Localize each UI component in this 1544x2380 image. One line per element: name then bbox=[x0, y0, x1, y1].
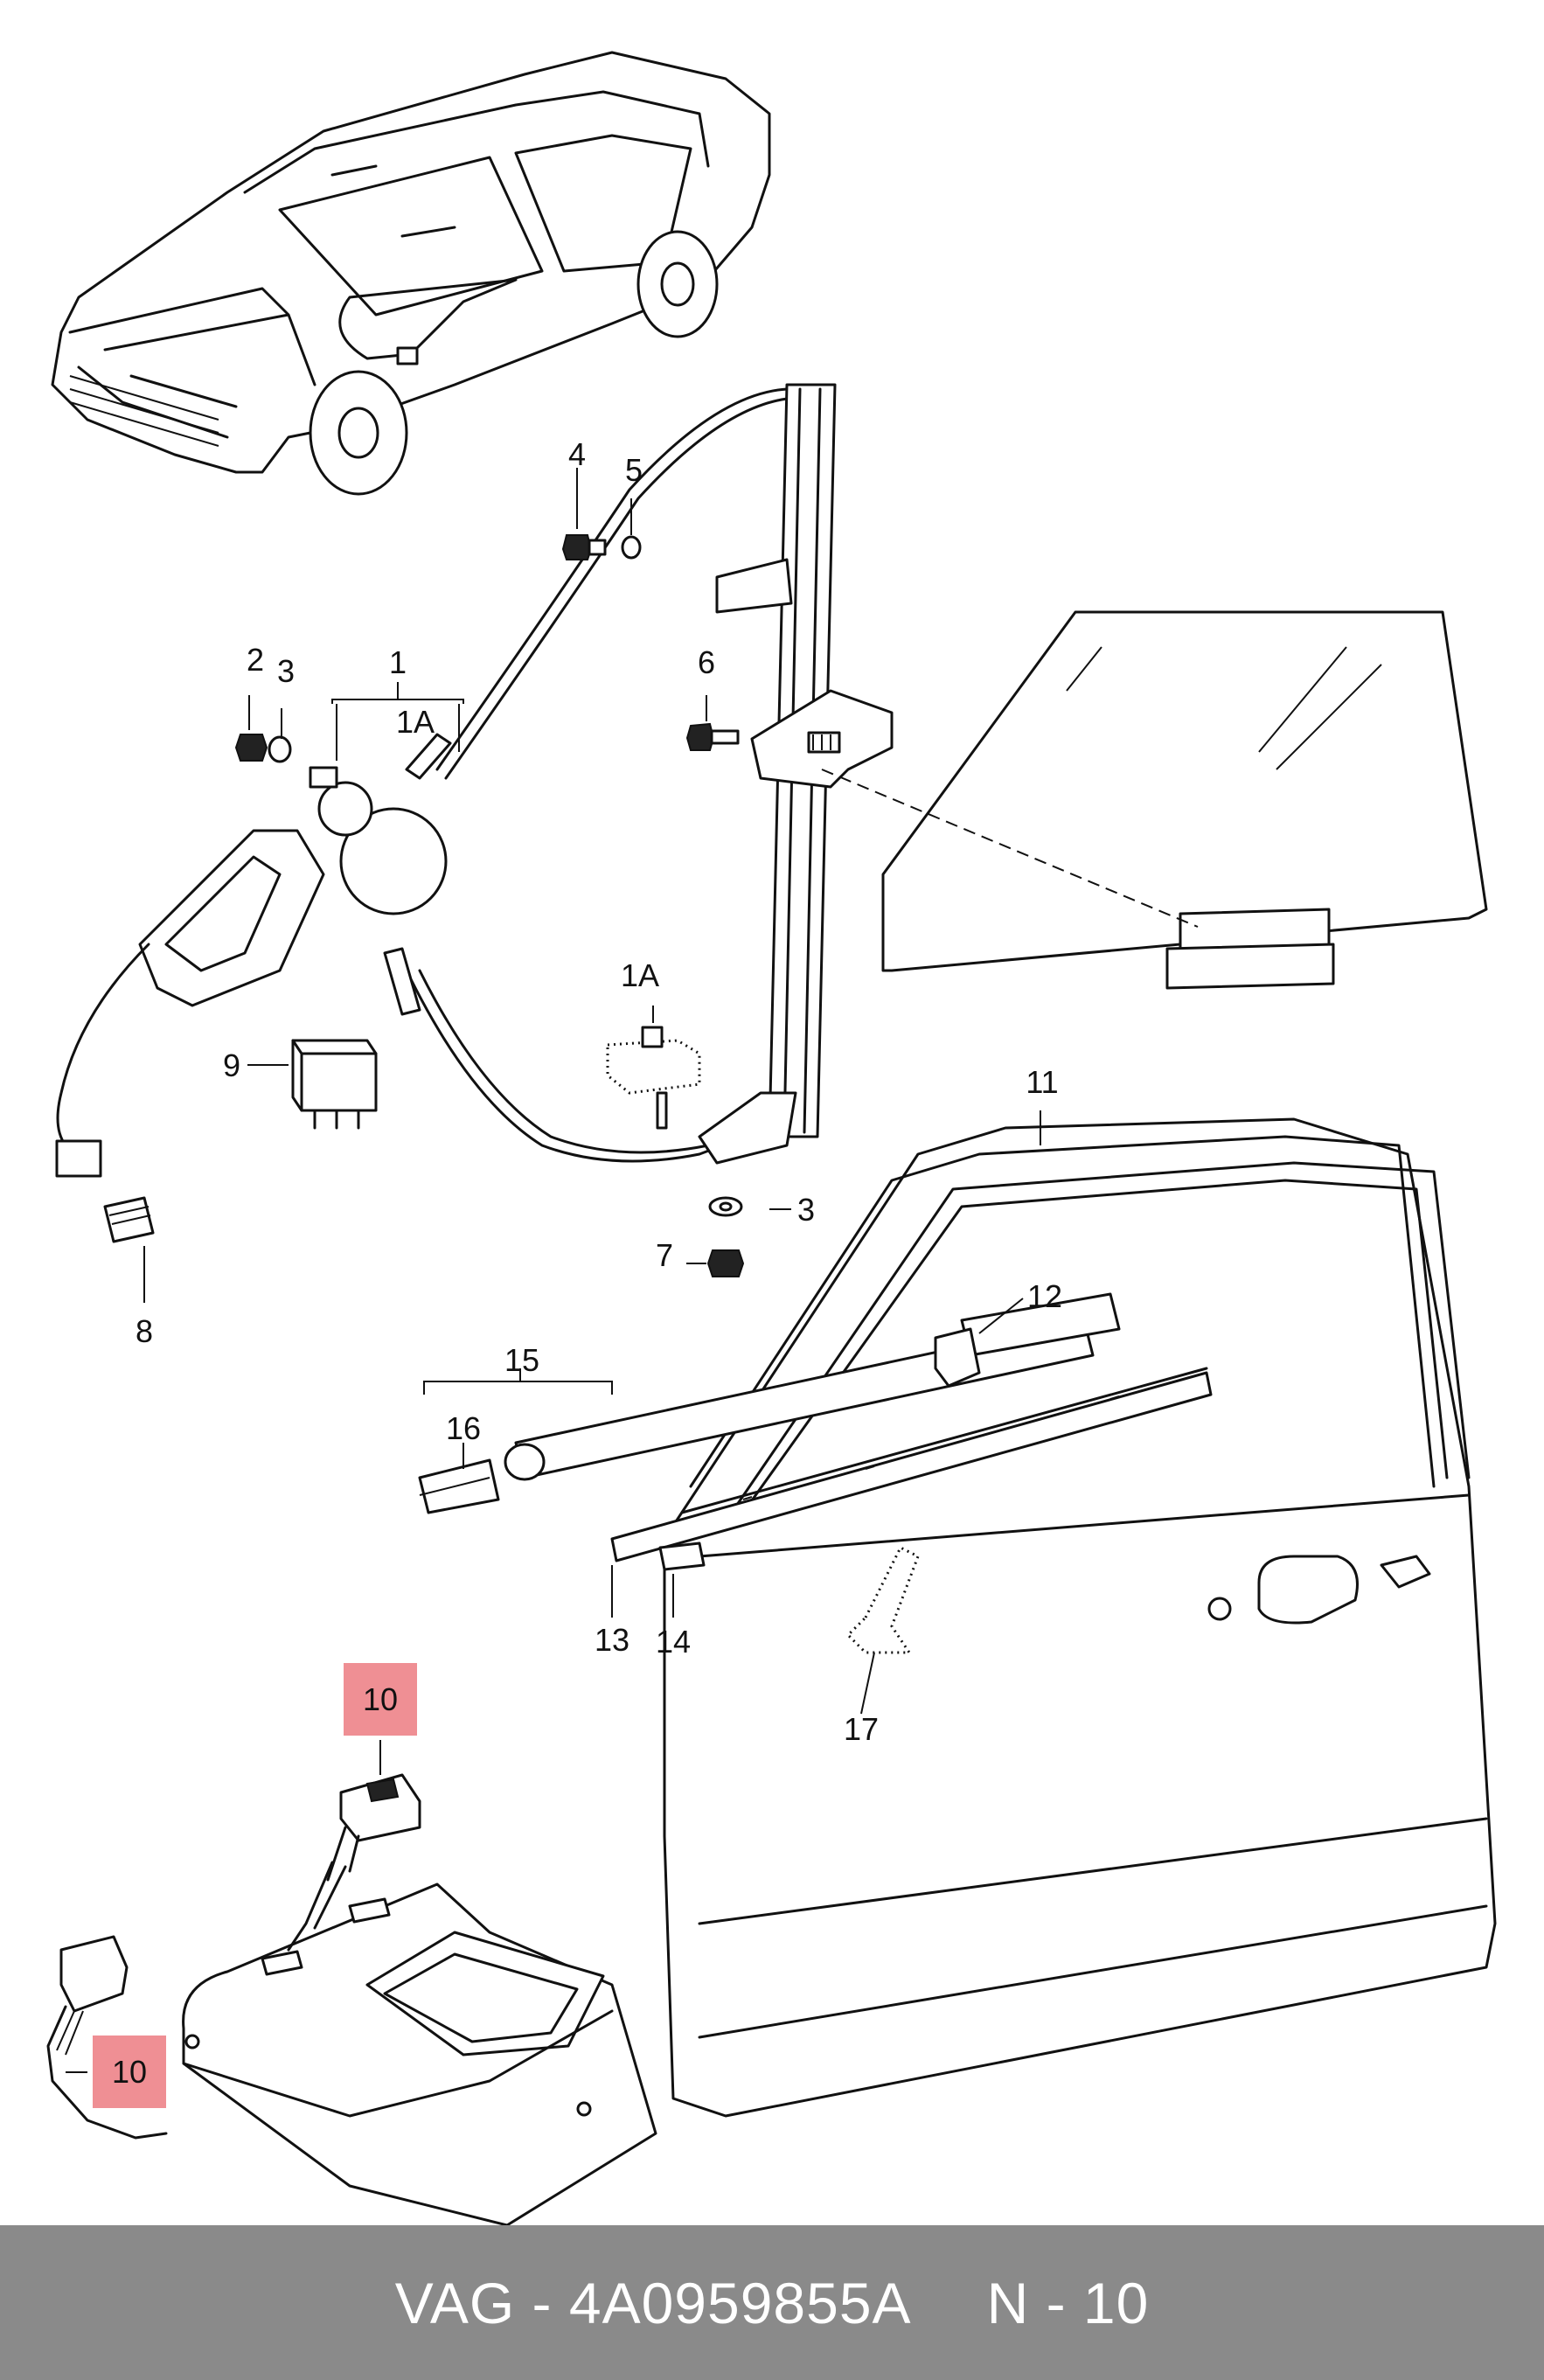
footer-brand: VAG bbox=[394, 2270, 516, 2335]
callout-12: 12 bbox=[1027, 1278, 1062, 1314]
highlight-callout-10-bottom bbox=[93, 2036, 166, 2108]
footer-reference: N - 10 bbox=[986, 2270, 1150, 2335]
retaining-clip bbox=[658, 1541, 706, 1571]
rubber-end-piece bbox=[418, 1458, 500, 1514]
callout-17: 17 bbox=[844, 1711, 879, 1747]
callout-1a-top: 1A bbox=[396, 704, 435, 740]
window-regulator bbox=[55, 383, 894, 1243]
callout-10-bottom: 10 bbox=[112, 2054, 147, 2090]
car-illustration bbox=[51, 51, 771, 496]
relay bbox=[291, 1039, 378, 1130]
callout-7: 7 bbox=[656, 1237, 673, 1273]
guide-clip bbox=[934, 1327, 981, 1388]
callout-8: 8 bbox=[136, 1313, 153, 1349]
footer-separator: - bbox=[532, 2270, 553, 2335]
callout-1: 1 bbox=[389, 644, 407, 680]
exploded-parts-diagram: 1 1A 1A 2 3 3 4 5 6 7 8 9 10 10 11 12 13… bbox=[46, 51, 1497, 2225]
switch-connector bbox=[46, 1935, 168, 2140]
callout-5: 5 bbox=[625, 452, 643, 488]
door-panel bbox=[610, 1117, 1497, 2118]
callout-9: 9 bbox=[223, 1047, 240, 1083]
bracket-1a bbox=[606, 1026, 701, 1130]
callout-1a-mid: 1A bbox=[621, 957, 659, 993]
hardware-fasteners bbox=[234, 534, 745, 1277]
highlight-callout-10-top bbox=[344, 1663, 417, 1736]
callout-10-top: 10 bbox=[363, 1681, 398, 1717]
callout-6: 6 bbox=[698, 644, 715, 680]
callout-11: 11 bbox=[1026, 1064, 1058, 1100]
part-number-footer: VAG - 4A0959855A N - 10 bbox=[0, 2225, 1544, 2380]
window-glass bbox=[821, 610, 1488, 990]
callout-4: 4 bbox=[568, 436, 586, 472]
callout-labels: 1 1A 1A 2 3 3 4 5 6 7 8 9 10 10 11 12 13… bbox=[112, 436, 1062, 2090]
footer-part-number: 4A0959855A bbox=[568, 2270, 912, 2335]
callout-15: 15 bbox=[504, 1342, 539, 1378]
callout-2: 2 bbox=[247, 642, 264, 678]
callout-14: 14 bbox=[656, 1624, 691, 1660]
callout-3-bottom: 3 bbox=[797, 1192, 815, 1228]
callout-13: 13 bbox=[595, 1622, 629, 1658]
window-switch bbox=[287, 1773, 421, 1952]
callout-3-top: 3 bbox=[277, 653, 295, 689]
callout-16: 16 bbox=[446, 1410, 481, 1446]
center-console bbox=[182, 1882, 657, 2225]
leader-lines bbox=[66, 468, 1041, 2073]
